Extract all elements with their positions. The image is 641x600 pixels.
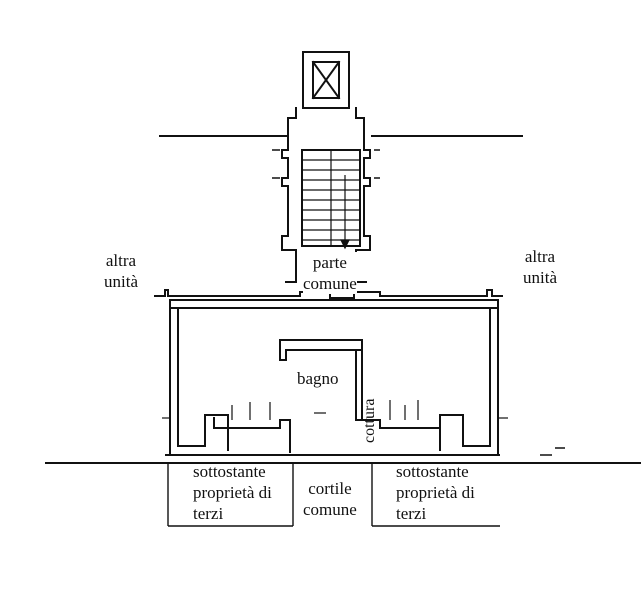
label-line: proprietà di <box>193 483 272 502</box>
label-line: unità <box>523 268 557 287</box>
lift-cabin <box>312 61 340 99</box>
label-line: bagno <box>297 369 339 388</box>
label-line: altra <box>524 247 556 266</box>
label-line: sottostante <box>193 462 266 481</box>
label-line: parte <box>312 253 347 272</box>
corridor-wall <box>285 261 297 283</box>
kitchen-wall <box>361 414 441 429</box>
label-cortile-comune: cortile comune <box>303 478 357 520</box>
label-altra-unita-right: altra unità <box>523 246 557 288</box>
label-cottura: cottura <box>361 398 378 443</box>
label-line: unità <box>104 272 138 291</box>
label-bagno: bagno <box>297 368 339 389</box>
label-line: altra <box>105 251 137 270</box>
label-line: comune <box>303 274 357 293</box>
slab-line <box>154 289 503 299</box>
label-altra-unita-left: altra unità <box>104 250 138 292</box>
label-line: terzi <box>396 504 427 523</box>
bathroom-wall <box>279 339 357 421</box>
label-line: proprietà di <box>396 483 475 502</box>
label-line: comune <box>303 500 357 519</box>
label-line: sottostante <box>396 462 469 481</box>
stair-well <box>281 107 297 263</box>
lift-shaft <box>302 51 350 109</box>
label-sottostante-right: sottostante proprietà di terzi <box>396 461 475 524</box>
label-parte-comune: parte comune <box>303 252 357 294</box>
label-line: terzi <box>193 504 224 523</box>
label-line: cortile <box>308 479 352 498</box>
label-sottostante-left: sottostante proprietà di terzi <box>193 461 272 524</box>
